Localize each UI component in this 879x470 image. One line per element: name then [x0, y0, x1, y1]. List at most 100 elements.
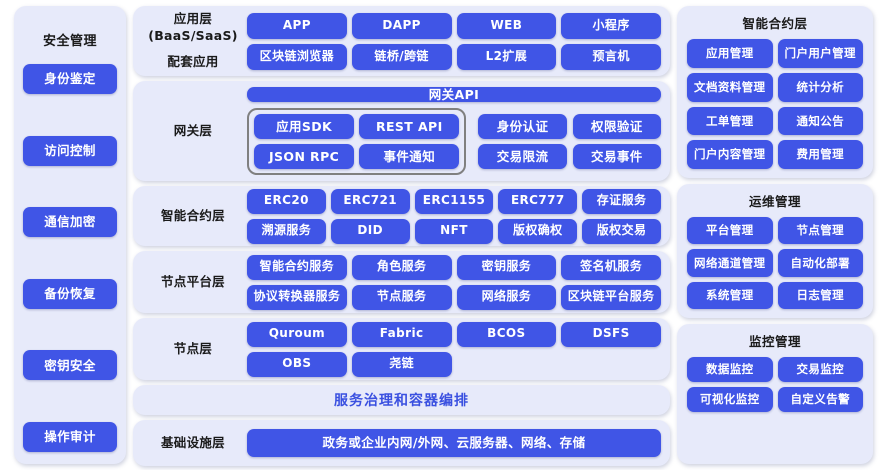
event-notification-button[interactable]: 事件通知 — [359, 144, 460, 169]
portal-user-management-button[interactable]: 门户用户管理 — [777, 39, 863, 68]
gateway-security-group: 身份认证 权限验证 交易限流 交易事件 — [472, 108, 661, 175]
node-platform-layer-label: 节点平台层 — [160, 273, 225, 289]
transaction-monitoring-button[interactable]: 交易监控 — [777, 357, 863, 382]
statistical-analysis-button[interactable]: 统计分析 — [777, 72, 863, 102]
operations-management-title: 运维管理 — [748, 194, 801, 209]
sidebar-item-operation-audit[interactable]: 操作审计 — [23, 421, 117, 452]
work-order-management-button[interactable]: 工单管理 — [687, 106, 773, 136]
gateway-sdk-group: 应用SDK REST API JSON RPC 事件通知 — [247, 108, 467, 175]
identity-authentication-button[interactable]: 身份认证 — [478, 114, 567, 139]
application-layer-label: 应用层 (BaaS/SaaS) 配套应用 — [139, 11, 247, 71]
application-layer-title: 应用层 (BaaS/SaaS) — [148, 11, 238, 44]
yao-chain-button[interactable]: 尧链 — [351, 351, 452, 377]
blockchain-explorer-button[interactable]: 区块链浏览器 — [247, 43, 347, 70]
sidebar-item-access-control[interactable]: 访问控制 — [23, 135, 117, 166]
notification-announcement-button[interactable]: 通知公告 — [777, 106, 863, 136]
gateway-layer-row: 网关层 网关API 应用SDK REST API JSON RPC 事件通知 身… — [133, 81, 670, 181]
sidebar-item-identity-authentication[interactable]: 身份鉴定 — [23, 64, 117, 94]
l2-scaling-button[interactable]: L2扩展 — [456, 43, 557, 70]
smart-contract-layer-body: ERC20 ERC721 ERC1155 ERC777 存证服务 溯源服务 DI… — [247, 188, 661, 244]
bcos-button[interactable]: BCOS — [456, 321, 557, 347]
application-layer-grid: APP DAPP WEB 小程序 区块链浏览器 链桥/跨链 L2扩展 预言机 — [247, 12, 661, 70]
network-channel-management-button[interactable]: 网络通道管理 — [687, 249, 773, 277]
system-management-button[interactable]: 系统管理 — [687, 281, 773, 309]
gateway-api-button[interactable]: 网关API — [247, 87, 661, 102]
smart-contract-management-title: 智能合约层 — [742, 16, 808, 31]
erc20-button[interactable]: ERC20 — [247, 188, 326, 214]
smart-contract-management-grid: 应用管理 门户用户管理 文档资料管理 统计分析 工单管理 通知公告 门户内容管理… — [687, 39, 863, 169]
sidebar-item-list: 身份鉴定 访问控制 通信加密 备份恢复 密钥安全 操作审计 — [23, 64, 117, 454]
app-button[interactable]: APP — [247, 12, 347, 39]
document-management-button[interactable]: 文档资料管理 — [687, 72, 773, 102]
node-management-button[interactable]: 节点管理 — [777, 217, 863, 245]
monitoring-management-panel: 监控管理 数据监控 交易监控 可视化监控 自定义告警 — [677, 324, 873, 464]
automated-deployment-button[interactable]: 自动化部署 — [777, 249, 863, 277]
smart-contract-management-panel: 智能合约层 应用管理 门户用户管理 文档资料管理 统计分析 工单管理 通知公告 … — [677, 6, 873, 178]
visual-monitoring-button[interactable]: 可视化监控 — [687, 387, 773, 412]
log-management-button[interactable]: 日志管理 — [777, 281, 863, 309]
erc1155-button[interactable]: ERC1155 — [414, 188, 494, 214]
node-layer-row: 节点层 Quroum Fabric BCOS DSFS OBS 尧链 — [133, 318, 670, 380]
deposit-service-button[interactable]: 存证服务 — [582, 188, 661, 214]
blockchain-platform-service-button[interactable]: 区块链平台服务 — [561, 284, 661, 310]
transaction-event-button[interactable]: 交易事件 — [572, 144, 661, 169]
node-layer-grid: Quroum Fabric BCOS DSFS OBS 尧链 — [247, 321, 661, 377]
chain-bridge-button[interactable]: 链桥/跨链 — [351, 43, 452, 70]
erc721-button[interactable]: ERC721 — [330, 188, 410, 214]
quroum-button[interactable]: Quroum — [247, 321, 347, 347]
sidebar-item-backup-recovery[interactable]: 备份恢复 — [23, 278, 117, 309]
application-sdk-button[interactable]: 应用SDK — [254, 114, 355, 139]
nft-button[interactable]: NFT — [414, 218, 494, 244]
node-platform-layer-body: 智能合约服务 角色服务 密钥服务 签名机服务 协议转换器服务 节点服务 网络服务… — [247, 254, 661, 310]
key-service-button[interactable]: 密钥服务 — [456, 254, 557, 280]
rest-api-button[interactable]: REST API — [359, 114, 460, 139]
gateway-layer-label: 网关层 — [173, 122, 213, 138]
infrastructure-layer-body: 政务或企业内网/外网、云服务器、网络、存储 — [247, 429, 661, 457]
oracle-button[interactable]: 预言机 — [561, 43, 661, 70]
smart-contract-service-button[interactable]: 智能合约服务 — [247, 254, 347, 280]
management-panels: 智能合约层 应用管理 门户用户管理 文档资料管理 统计分析 工单管理 通知公告 … — [677, 6, 873, 464]
security-management-panel: 安全管理 身份鉴定 访问控制 通信加密 备份恢复 密钥安全 操作审计 — [14, 6, 126, 464]
sidebar-item-key-security[interactable]: 密钥安全 — [23, 350, 117, 381]
infrastructure-layer-row: 基础设施层 政务或企业内网/外网、云服务器、网络、存储 — [133, 420, 670, 466]
infrastructure-layer-label: 基础设施层 — [160, 434, 225, 450]
network-service-button[interactable]: 网络服务 — [456, 284, 557, 310]
monitoring-management-grid: 数据监控 交易监控 可视化监控 自定义告警 — [687, 357, 863, 455]
sidebar-item-communication-encryption[interactable]: 通信加密 — [23, 207, 117, 238]
transaction-rate-limit-button[interactable]: 交易限流 — [478, 144, 567, 169]
fee-management-button[interactable]: 费用管理 — [777, 140, 863, 169]
protocol-converter-service-button[interactable]: 协议转换器服务 — [247, 284, 347, 310]
did-button[interactable]: DID — [330, 218, 410, 244]
copyright-trading-button[interactable]: 版权交易 — [582, 218, 661, 244]
role-service-button[interactable]: 角色服务 — [351, 254, 452, 280]
node-service-button[interactable]: 节点服务 — [351, 284, 452, 310]
gateway-layer-body: 网关API 应用SDK REST API JSON RPC 事件通知 身份认证 … — [247, 87, 661, 175]
platform-management-button[interactable]: 平台管理 — [687, 217, 773, 245]
service-governance-band: 服务治理和容器编排 — [133, 385, 670, 415]
json-rpc-button[interactable]: JSON RPC — [254, 144, 355, 169]
traceability-service-button[interactable]: 溯源服务 — [247, 218, 326, 244]
portal-content-management-button[interactable]: 门户内容管理 — [687, 140, 773, 169]
fabric-button[interactable]: Fabric — [351, 321, 452, 347]
permission-verification-button[interactable]: 权限验证 — [572, 114, 661, 139]
gateway-lower-section: 应用SDK REST API JSON RPC 事件通知 身份认证 权限验证 交… — [247, 108, 661, 175]
copyright-confirmation-button[interactable]: 版权确权 — [498, 218, 578, 244]
application-layer-row: 应用层 (BaaS/SaaS) 配套应用 APP DAPP WEB 小程序 区块… — [133, 6, 670, 76]
web-button[interactable]: WEB — [456, 12, 557, 39]
erc777-button[interactable]: ERC777 — [498, 188, 578, 214]
mini-program-button[interactable]: 小程序 — [561, 12, 661, 39]
dapp-button[interactable]: DAPP — [351, 12, 452, 39]
obs-button[interactable]: OBS — [247, 351, 347, 377]
application-management-button[interactable]: 应用管理 — [687, 39, 773, 68]
monitoring-management-title: 监控管理 — [748, 334, 801, 349]
node-layer-body: Quroum Fabric BCOS DSFS OBS 尧链 — [247, 321, 661, 377]
node-platform-grid: 智能合约服务 角色服务 密钥服务 签名机服务 协议转换器服务 节点服务 网络服务… — [247, 254, 661, 310]
dsfs-button[interactable]: DSFS — [561, 321, 661, 347]
data-monitoring-button[interactable]: 数据监控 — [687, 357, 773, 382]
infrastructure-item-button[interactable]: 政务或企业内网/外网、云服务器、网络、存储 — [247, 429, 661, 457]
signing-machine-service-button[interactable]: 签名机服务 — [561, 254, 661, 280]
operations-management-grid: 平台管理 节点管理 网络通道管理 自动化部署 系统管理 日志管理 — [687, 217, 863, 309]
smart-contract-grid: ERC20 ERC721 ERC1155 ERC777 存证服务 溯源服务 DI… — [247, 188, 661, 244]
custom-alert-button[interactable]: 自定义告警 — [777, 387, 863, 412]
